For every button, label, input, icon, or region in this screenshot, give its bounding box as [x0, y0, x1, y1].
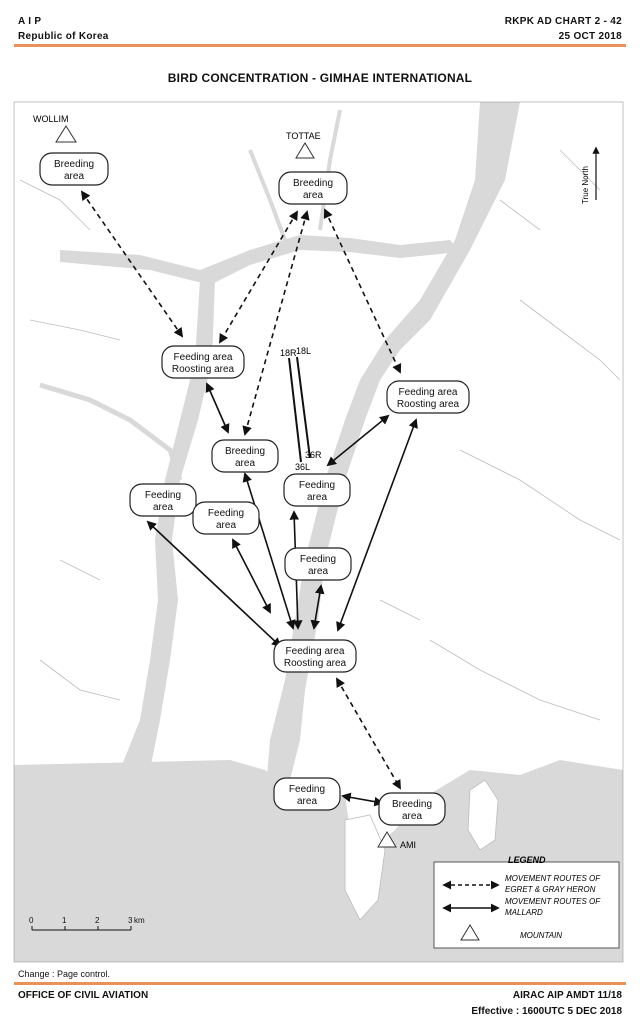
legend-mountain-label: MOUNTAIN — [520, 931, 562, 940]
amendment-number: AIRAC AIP AMDT 11/18 — [512, 990, 622, 1001]
area-feeding-c-line1: Feeding — [208, 508, 244, 519]
area-feeding-c-line2: area — [216, 520, 236, 531]
area-box-feed-roost-s — [273, 639, 357, 673]
area-feeding-s-line2: area — [297, 796, 317, 807]
area-feed-roost-e-line2: Roosting area — [397, 399, 460, 410]
scale-tick-3: 3 — [128, 916, 133, 925]
scale-unit: km — [134, 916, 145, 925]
mountain-tottae-label: TOTTAE — [286, 131, 321, 141]
area-box-breeding-c — [211, 439, 279, 473]
map-background — [14, 102, 623, 962]
route-mallard-5 — [232, 538, 271, 614]
office-name: OFFICE OF CIVIL AVIATION — [18, 990, 149, 1001]
north-arrow-label: True North — [581, 166, 590, 204]
chart-date: 25 OCT 2018 — [558, 31, 622, 42]
mountain-ami-label: AMI — [400, 840, 416, 850]
egret-routes — [80, 190, 402, 790]
legend-mountain-icon — [460, 924, 480, 941]
route-egret-1 — [80, 190, 184, 338]
area-breeding-nw-line2: area — [64, 171, 84, 182]
scale-tick-0: 0 — [29, 916, 34, 925]
area-box-breeding-n — [278, 171, 348, 205]
island-south — [344, 814, 386, 921]
scale-tick-1: 1 — [62, 916, 67, 925]
area-box-feeding-s — [273, 777, 341, 811]
area-feed-roost-s-line2: Roosting area — [284, 658, 347, 669]
area-box-feeding-rw2 — [284, 547, 352, 581]
legend-egret-line2: EGRET & GRAY HERON — [505, 885, 596, 894]
area-feed-roost-e-line1: Feeding area — [399, 387, 458, 398]
area-boxes — [39, 152, 470, 826]
route-mallard-8 — [336, 418, 418, 632]
aip-label: A I P — [18, 16, 42, 27]
state-name: Republic of Korea — [18, 31, 109, 42]
map-frame — [13, 101, 624, 963]
route-mallard-9 — [341, 792, 384, 807]
legend-mallard-line1: MOVEMENT ROUTES OF — [505, 897, 601, 906]
runway-18r-label: 18R — [280, 348, 297, 358]
area-breeding-nw-line1: Breeding — [54, 159, 94, 170]
mountain-wollim-label: WOLLIM — [33, 114, 69, 124]
island-east — [467, 779, 499, 851]
area-breeding-s-line2: area — [402, 811, 422, 822]
mountain-tottae: TOTTAE — [286, 131, 321, 159]
area-box-feeding-c — [192, 501, 260, 535]
header-rule — [14, 44, 626, 47]
mountain-icon — [55, 125, 77, 143]
area-box-breeding-s — [378, 792, 446, 826]
legend-title: LEGEND — [508, 855, 546, 865]
footer-rule — [14, 982, 626, 985]
legend: LEGEND MOVEMENT ROUTES OF EGRET & GRAY H… — [433, 855, 620, 949]
route-mallard-1 — [205, 382, 230, 434]
area-box-feed-roost-e — [386, 380, 470, 414]
area-feeding-w-line1: Feeding — [145, 490, 181, 501]
area-box-feeding-w — [129, 483, 197, 517]
area-feeding-rw-line1: Feeding — [299, 480, 335, 491]
route-egret-3 — [242, 210, 310, 436]
tributary-west — [39, 382, 183, 481]
change-note: Change : Page control. — [18, 969, 111, 979]
area-breeding-n-line2: area — [303, 190, 323, 201]
chart-title: BIRD CONCENTRATION - GIMHAE INTERNATIONA… — [167, 71, 473, 85]
area-feed-roost-w-line2: Roosting area — [172, 364, 235, 375]
area-feeding-rw2-line2: area — [308, 566, 328, 577]
runway-36l-label: 36L — [295, 462, 310, 472]
scale-tick-2: 2 — [95, 916, 100, 925]
area-breeding-c-line1: Breeding — [225, 446, 265, 457]
area-feeding-s-line1: Feeding — [289, 784, 325, 795]
route-egret-5 — [336, 677, 401, 790]
area-breeding-c-line2: area — [235, 458, 255, 469]
area-breeding-n-line1: Breeding — [293, 178, 333, 189]
area-breeding-s-line1: Breeding — [392, 799, 432, 810]
mountain-icon — [377, 831, 397, 848]
runway-36r-label: 36R — [305, 450, 322, 460]
effective-date: Effective : 1600UTC 5 DEC 2018 — [471, 1006, 622, 1017]
chart-reference: RKPK AD CHART 2 - 42 — [504, 16, 622, 27]
runway-18l-label: 18L — [296, 346, 311, 356]
mountain-ami: AMI — [377, 831, 416, 850]
route-mallard-7 — [310, 584, 325, 630]
area-labels: Breeding area Breeding area Feeding area… — [54, 159, 460, 822]
area-box-feed-roost-w — [161, 345, 245, 379]
route-egret-4 — [323, 208, 402, 374]
mountain-wollim: WOLLIM — [33, 114, 77, 143]
legend-mallard-line2: MALLARD — [505, 908, 543, 917]
area-box-breeding-nw — [39, 152, 109, 186]
scale-bar: 0 1 2 3 km — [29, 916, 145, 931]
area-feed-roost-s-line1: Feeding area — [286, 646, 345, 657]
mallard-routes — [146, 382, 418, 807]
legend-egret-line1: MOVEMENT ROUTES OF — [505, 874, 601, 883]
main-river — [265, 102, 520, 800]
area-feeding-rw-line2: area — [307, 492, 327, 503]
mountain-icon — [295, 142, 315, 159]
north-arrow: True North — [581, 146, 600, 204]
area-feeding-w-line2: area — [153, 502, 173, 513]
area-feeding-rw2-line1: Feeding — [300, 554, 336, 565]
area-box-feeding-rw — [283, 473, 351, 507]
area-feed-roost-w-line1: Feeding area — [174, 352, 233, 363]
